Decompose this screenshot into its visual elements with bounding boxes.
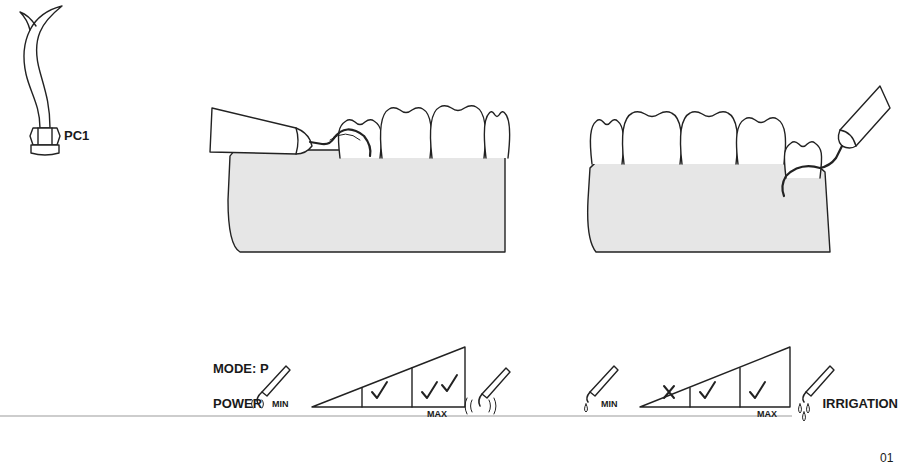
mouth-scene-left	[210, 106, 510, 252]
irrigation-scale	[585, 347, 835, 421]
scale-end: MIN	[601, 400, 618, 409]
scale-title: POWER	[213, 397, 262, 410]
tooth	[484, 112, 509, 158]
tooth	[590, 120, 623, 164]
scale-end: MAX	[757, 410, 777, 419]
scaler-tip	[20, 6, 62, 155]
mode-label: MODE: P	[213, 362, 269, 375]
page-number: 01	[880, 452, 893, 464]
part-name: PC1	[64, 129, 89, 142]
tooth	[681, 112, 738, 164]
tooth	[736, 118, 785, 164]
tooth	[338, 120, 381, 158]
tooth	[431, 106, 486, 158]
tooth	[380, 108, 431, 158]
scale-end: MIN	[272, 400, 289, 409]
power-scale	[252, 347, 511, 414]
rule-line	[0, 415, 792, 417]
scale-title: IRRIGATION	[822, 397, 898, 410]
scale-end: MAX	[427, 410, 447, 419]
tooth	[623, 112, 682, 164]
mouth-scene-right	[588, 86, 890, 252]
